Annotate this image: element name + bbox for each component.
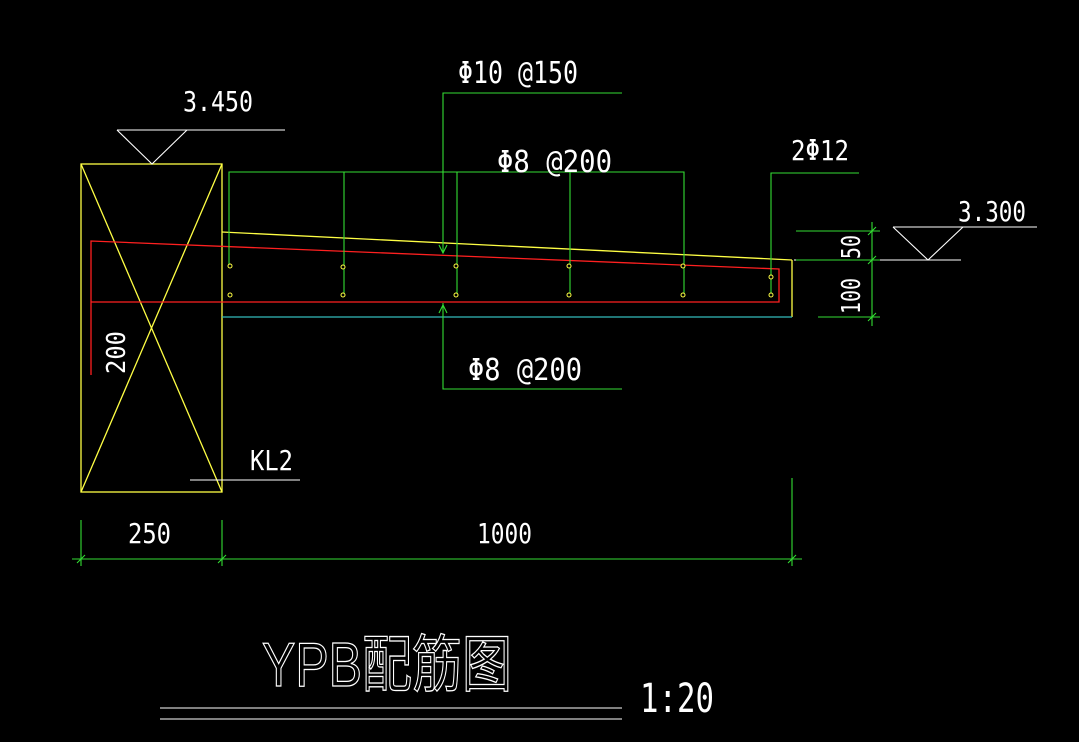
- top-distribution-bar: [228, 171, 859, 294]
- title-underline: [160, 707, 622, 720]
- edge-bar-leader: [770, 172, 859, 294]
- triangle-down-icon: [892, 226, 964, 261]
- drawing-title: YPB配筋图: [262, 631, 512, 700]
- dim-tip-100-label: 100: [837, 278, 867, 314]
- bottom-bar-label: Φ8 @200: [468, 353, 582, 388]
- rebar-dot: [680, 292, 686, 298]
- edge-bar-label: 2Φ12: [791, 134, 849, 167]
- leader-arrow-top: [438, 244, 448, 255]
- beam-height-label: 200: [102, 331, 132, 374]
- elevation-tip-label: 3.300: [958, 195, 1026, 228]
- drawing-scale: 1:20: [640, 676, 714, 722]
- slash-tick-icon: [76, 554, 86, 564]
- dimensions: [72, 222, 880, 566]
- dim-tip-50-label: 50: [837, 235, 867, 259]
- rebar-dot: [768, 274, 774, 280]
- top-bar-label: Φ8 @200: [497, 145, 612, 180]
- slash-tick-icon: [867, 255, 877, 265]
- rebar-dot: [340, 264, 346, 270]
- rebar-dots: [227, 263, 774, 298]
- triangle-down-icon: [116, 129, 188, 165]
- main-rebar: [90, 240, 780, 375]
- beam-section: [80, 163, 223, 493]
- rebar-dot: [340, 292, 346, 298]
- leader-bottom-bar: [442, 303, 622, 390]
- rebar-dot: [566, 292, 572, 298]
- rebar-dot: [566, 263, 572, 269]
- rebar-dot: [680, 263, 686, 269]
- leaders: [438, 92, 622, 390]
- rebar-dot: [227, 263, 233, 269]
- leader-arrow-bottom: [438, 303, 448, 314]
- elevation-top-label: 3.450: [183, 85, 253, 118]
- slab-top-edge: [221, 231, 793, 261]
- rebar-dot: [227, 292, 233, 298]
- slash-tick-icon: [787, 554, 797, 564]
- dim-cantilever-label: 1000: [477, 517, 532, 550]
- slash-tick-icon: [867, 312, 877, 322]
- beam-cross-2: [80, 163, 223, 493]
- dim-beam-width-label: 250: [128, 517, 171, 550]
- top-distribution-bar-label: Φ10 @150: [458, 56, 578, 91]
- slab-outline: [221, 231, 793, 318]
- slash-tick-icon: [867, 226, 877, 236]
- beam-name-label: KL2: [250, 444, 293, 477]
- rebar-dot: [453, 263, 459, 269]
- rebar-dot: [768, 292, 774, 298]
- rebar-dot: [453, 292, 459, 298]
- leader-top-distribution: [442, 92, 622, 253]
- slash-tick-icon: [217, 554, 227, 564]
